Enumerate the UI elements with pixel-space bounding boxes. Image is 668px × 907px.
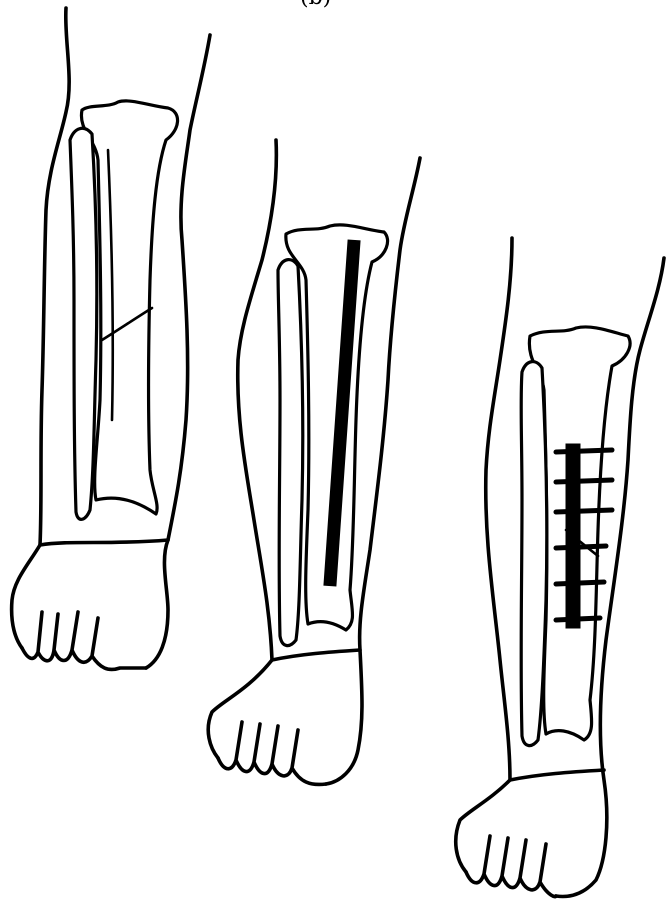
figure-caption: (b) [300,0,331,10]
ankle-line [272,650,360,660]
fibula-bone [521,362,547,746]
leg-outline-left [12,8,70,648]
foot-toes [466,836,556,897]
fibula-bone [278,260,303,646]
panel-intramedullary-nail [208,140,420,784]
panel-plate-fixation [456,238,664,897]
screw [556,450,612,452]
leg-outline-left [208,140,276,758]
ankle-line [40,540,168,545]
screw [556,546,606,548]
ankle-line [510,770,604,780]
screw [556,618,600,620]
screw [556,480,612,482]
screw [556,582,604,584]
screw [556,510,612,512]
foot-toes [218,722,326,784]
foot-toes [22,612,146,670]
leg-outline-left [456,238,512,872]
panel-fracture [12,8,210,670]
fibula-bone [70,128,97,519]
